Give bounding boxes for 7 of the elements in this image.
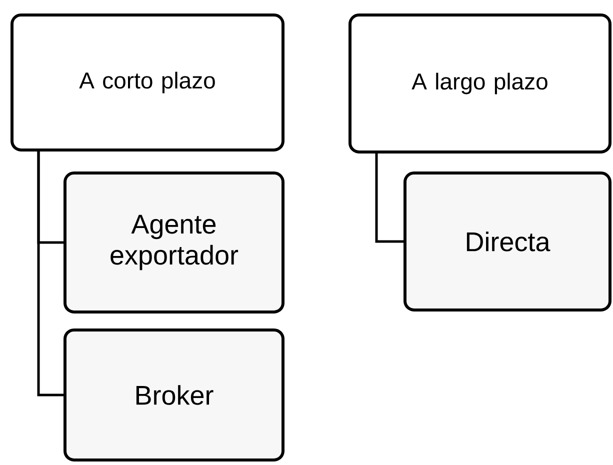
connector-line xyxy=(37,150,64,396)
option-box: Directa xyxy=(404,172,612,312)
option-box: Broker xyxy=(64,328,284,462)
option-box: Agente exportador xyxy=(64,172,284,314)
category-box: A corto plazo xyxy=(10,14,284,152)
connector-line xyxy=(375,152,404,243)
category-box: A largo plazo xyxy=(348,14,612,154)
